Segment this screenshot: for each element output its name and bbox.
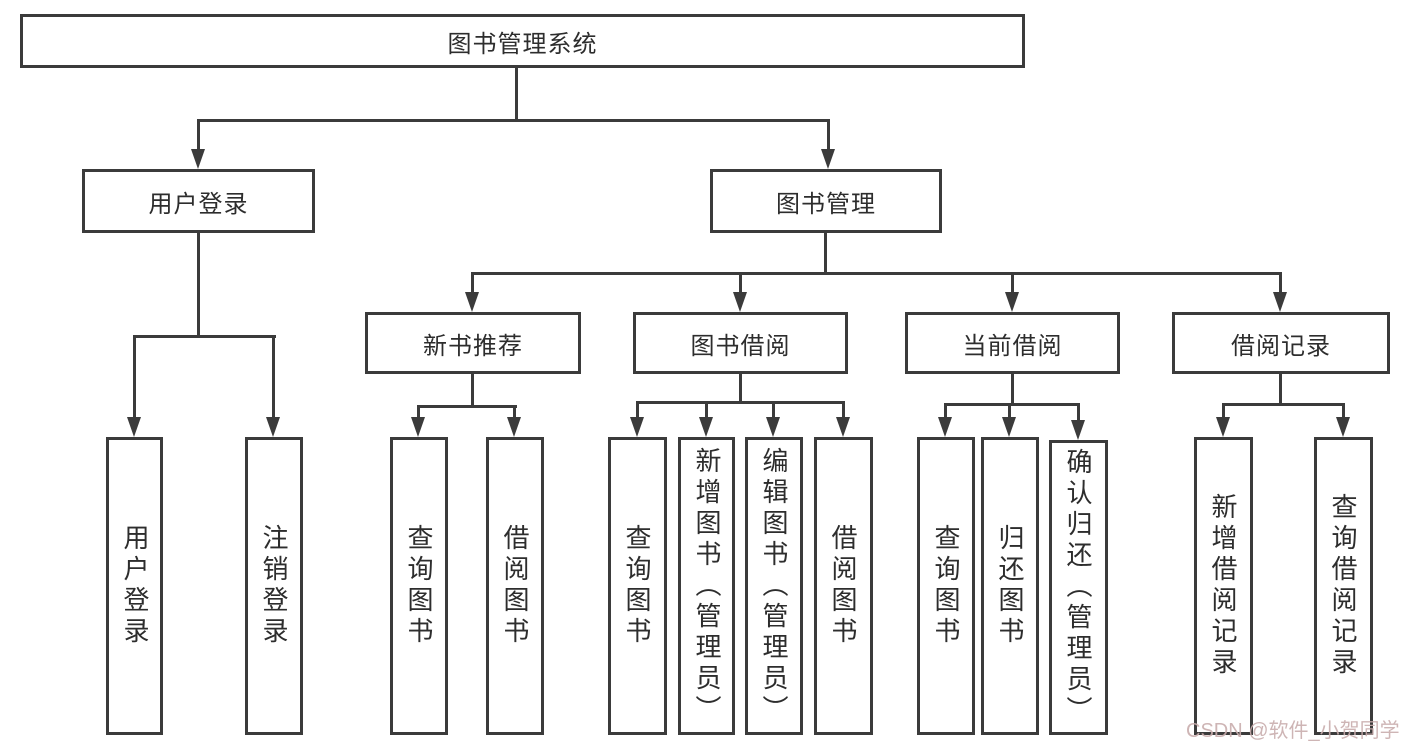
connector-line xyxy=(1342,403,1345,419)
connector-line xyxy=(471,272,474,294)
node-root-system: 图书管理系统 xyxy=(20,14,1025,68)
arrow-down-icon xyxy=(127,417,141,437)
leaf-borrow-books: 借阅图书 xyxy=(814,437,873,735)
leaf-query-books: 查询图书 xyxy=(390,437,448,735)
connector-line xyxy=(417,405,420,419)
leaf-user-login: 用户登录 xyxy=(106,437,163,735)
arrow-down-icon xyxy=(821,149,835,169)
arrow-down-icon xyxy=(1005,292,1019,312)
connector-line xyxy=(944,403,1079,406)
arrow-down-icon xyxy=(766,417,780,437)
node-book-management: 图书管理 xyxy=(710,169,942,233)
connector-line xyxy=(513,405,516,419)
leaf-add-books-admin: 新增图书（管理员） xyxy=(678,437,735,735)
connector-line xyxy=(824,233,827,275)
leaf-add-borrow-record: 新增借阅记录 xyxy=(1194,437,1253,735)
node-current-borrow: 当前借阅 xyxy=(905,312,1120,374)
csdn-watermark: CSDN @软件_小贺同学 xyxy=(1186,720,1400,742)
node-book-borrow: 图书借阅 xyxy=(633,312,848,374)
connector-line xyxy=(197,119,830,122)
arrow-down-icon xyxy=(266,417,280,437)
connector-line xyxy=(842,401,845,419)
connector-line xyxy=(772,401,775,419)
connector-line xyxy=(515,68,518,121)
arrow-down-icon xyxy=(191,149,205,169)
connector-line xyxy=(197,233,200,338)
node-user-login: 用户登录 xyxy=(82,169,315,233)
arrow-down-icon xyxy=(1071,420,1085,440)
arrow-down-icon xyxy=(699,417,713,437)
connector-line xyxy=(471,272,1281,275)
leaf-return-books: 归还图书 xyxy=(981,437,1039,735)
arrow-down-icon xyxy=(1216,417,1230,437)
arrow-down-icon xyxy=(1002,417,1016,437)
connector-line xyxy=(705,401,708,419)
leaf-query-books: 查询图书 xyxy=(917,437,975,735)
leaf-query-books: 查询图书 xyxy=(608,437,667,735)
connector-line xyxy=(636,401,639,419)
connector-line xyxy=(133,335,136,419)
connector-line xyxy=(133,335,276,338)
connector-line xyxy=(944,403,947,419)
connector-line xyxy=(1011,272,1014,294)
connector-line xyxy=(471,374,474,408)
node-borrow-records: 借阅记录 xyxy=(1172,312,1390,374)
arrow-down-icon xyxy=(1273,292,1287,312)
arrow-down-icon xyxy=(1336,417,1350,437)
connector-line xyxy=(1077,403,1080,422)
node-new-book-recommend: 新书推荐 xyxy=(365,312,581,374)
connector-line xyxy=(197,119,200,151)
connector-line xyxy=(827,119,830,151)
leaf-borrow-books: 借阅图书 xyxy=(486,437,544,735)
leaf-logout: 注销登录 xyxy=(245,437,303,735)
connector-line xyxy=(1279,272,1282,294)
connector-line xyxy=(739,374,742,404)
arrow-down-icon xyxy=(938,417,952,437)
arrow-down-icon xyxy=(465,292,479,312)
arrow-down-icon xyxy=(507,417,521,437)
connector-line xyxy=(636,401,845,404)
arrow-down-icon xyxy=(630,417,644,437)
arrow-down-icon xyxy=(836,417,850,437)
arrow-down-icon xyxy=(733,292,747,312)
connector-line xyxy=(1008,403,1011,419)
connector-line xyxy=(1279,374,1282,406)
connector-line xyxy=(272,335,275,419)
connector-line xyxy=(739,272,742,294)
leaf-query-borrow-record: 查询借阅记录 xyxy=(1314,437,1373,735)
leaf-confirm-return-admin: 确认归还（管理员） xyxy=(1049,440,1108,735)
leaf-edit-books-admin: 编辑图书（管理员） xyxy=(745,437,803,735)
connector-line xyxy=(1222,403,1225,419)
connector-line xyxy=(1011,374,1014,406)
connector-line xyxy=(417,405,517,408)
connector-line xyxy=(1222,403,1345,406)
arrow-down-icon xyxy=(411,417,425,437)
